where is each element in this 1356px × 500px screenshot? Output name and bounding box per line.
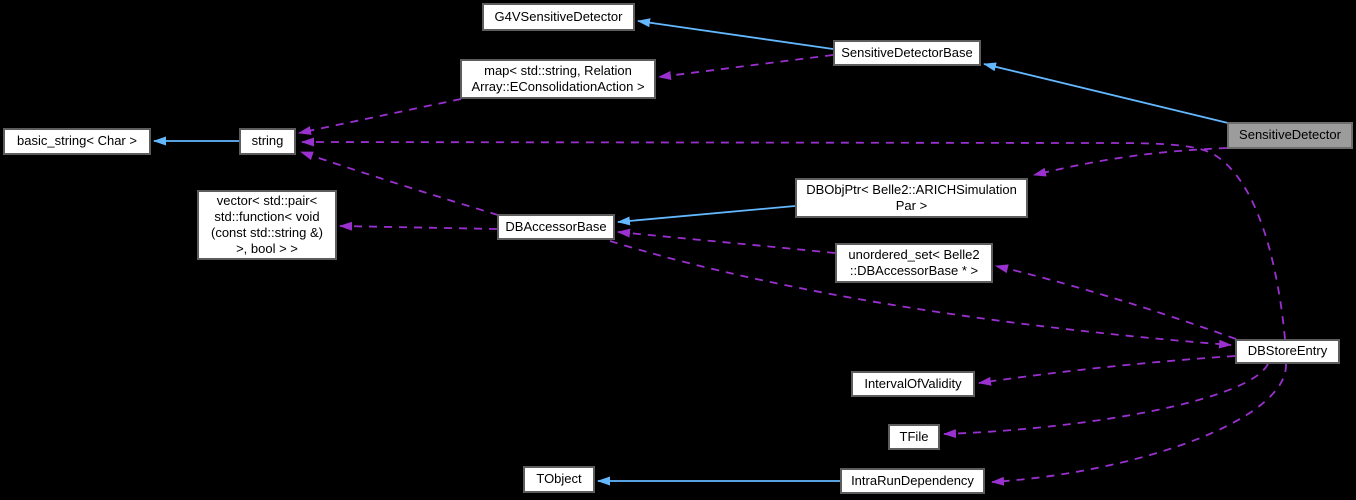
- edge-sensitivedetector-extends-sensitivedetectorbase: [983, 62, 1229, 124]
- edge-dbstoreentry-uses-string: [301, 137, 1286, 340]
- edge-dbobjptr-extends-dbaccessorbase: [617, 205, 796, 226]
- edge-dbstoreentry-uses-intrarundependency: [991, 363, 1287, 486]
- node-intervalofvalidity[interactable]: IntervalOfValidity: [851, 371, 975, 397]
- edge-dbstoreentry-uses-tfile: [943, 363, 1269, 439]
- edge-dbstoreentry-uses-intervalofvalidity: [978, 355, 1236, 386]
- node-intrarundependency[interactable]: IntraRunDependency: [840, 468, 985, 494]
- node-g4vsensitivedetector[interactable]: G4VSensitiveDetector: [482, 3, 635, 31]
- node-dbobjptr-arichsimulationpar[interactable]: DBObjPtr< Belle2::ARICHSimulation Par >: [795, 178, 1028, 218]
- node-unordered-set-dbaccessorbase[interactable]: unordered_set< Belle2 ::DBAccessorBase *…: [835, 243, 993, 283]
- node-map-string-econsolidationaction[interactable]: map< std::string, Relation Array::EConso…: [460, 59, 656, 99]
- edge-unordered-set-uses-dbaccessorbase: [617, 228, 836, 254]
- node-sensitivedetector[interactable]: SensitiveDetector: [1227, 122, 1353, 149]
- node-dbstoreentry[interactable]: DBStoreEntry: [1235, 339, 1340, 364]
- node-dbaccessorbase[interactable]: DBAccessorBase: [497, 214, 615, 240]
- edge-map-uses-string: [298, 98, 462, 135]
- edge-dbaccessorbase-uses-vector: [339, 221, 498, 231]
- node-tobject[interactable]: TObject: [523, 466, 595, 493]
- edge-dbstoreentry-uses-unordered-set: [995, 264, 1237, 340]
- edge-sensitivedetectorbase-uses-map: [658, 54, 834, 80]
- node-sensitivedetectorbase[interactable]: SensitiveDetectorBase: [833, 40, 981, 66]
- node-tfile[interactable]: TFile: [888, 424, 940, 450]
- node-vector-pair-function[interactable]: vector< std::pair< std::function< void (…: [197, 190, 337, 260]
- edge-dbaccessorbase-uses-string: [300, 151, 499, 216]
- node-string[interactable]: string: [239, 128, 296, 155]
- edge-sensitivedetectorbase-extends-g4vsensitivedetector: [637, 18, 834, 50]
- edge-sensitivedetector-uses-dbobjptr: [1033, 147, 1228, 177]
- edge-dbaccessorbase-uses-dbstoreentry: [609, 240, 1232, 349]
- node-basic-string-char[interactable]: basic_string< Char >: [3, 128, 151, 155]
